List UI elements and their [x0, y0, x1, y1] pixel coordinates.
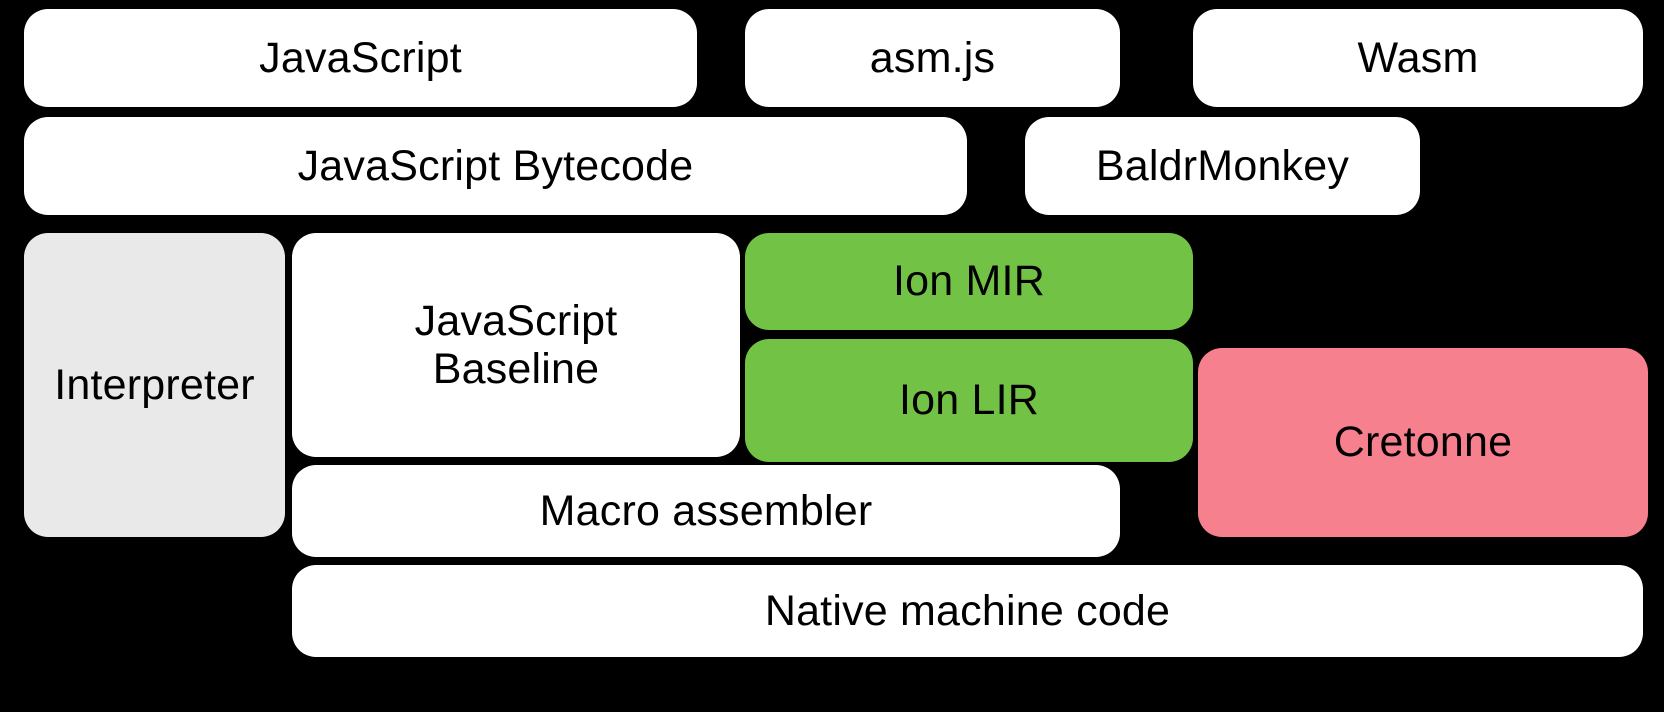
node-ion-lir: Ion LIR: [745, 339, 1193, 462]
node-native-machine-code: Native machine code: [292, 565, 1643, 657]
node-label-javascript: JavaScript: [259, 33, 462, 82]
node-ion-mir: Ion MIR: [745, 233, 1193, 330]
node-label-interpreter: Interpreter: [54, 360, 255, 409]
node-javascript-baseline: JavaScript Baseline: [292, 233, 740, 457]
node-label-baldrmonkey: BaldrMonkey: [1095, 141, 1350, 190]
node-cretonne: Cretonne: [1198, 348, 1648, 537]
node-label-ion-mir: Ion MIR: [893, 257, 1045, 306]
node-label-ion-lir: Ion LIR: [898, 376, 1040, 425]
node-javascript: JavaScript: [24, 9, 697, 107]
node-label-javascript-bytecode: JavaScript Bytecode: [297, 141, 694, 190]
node-wasm: Wasm: [1193, 9, 1643, 107]
node-label-wasm: Wasm: [1357, 33, 1479, 82]
node-label-macro-assembler: Macro assembler: [539, 486, 873, 535]
node-baldrmonkey: BaldrMonkey: [1025, 117, 1420, 215]
node-interpreter: Interpreter: [24, 233, 285, 537]
node-javascript-bytecode: JavaScript Bytecode: [24, 117, 967, 215]
node-label-javascript-baseline: JavaScript Baseline: [414, 296, 618, 393]
node-asm-js: asm.js: [745, 9, 1120, 107]
node-macro-assembler: Macro assembler: [292, 465, 1120, 557]
node-label-native-machine-code: Native machine code: [764, 586, 1171, 635]
node-label-cretonne: Cretonne: [1333, 418, 1513, 467]
node-label-asm-js: asm.js: [869, 33, 996, 82]
